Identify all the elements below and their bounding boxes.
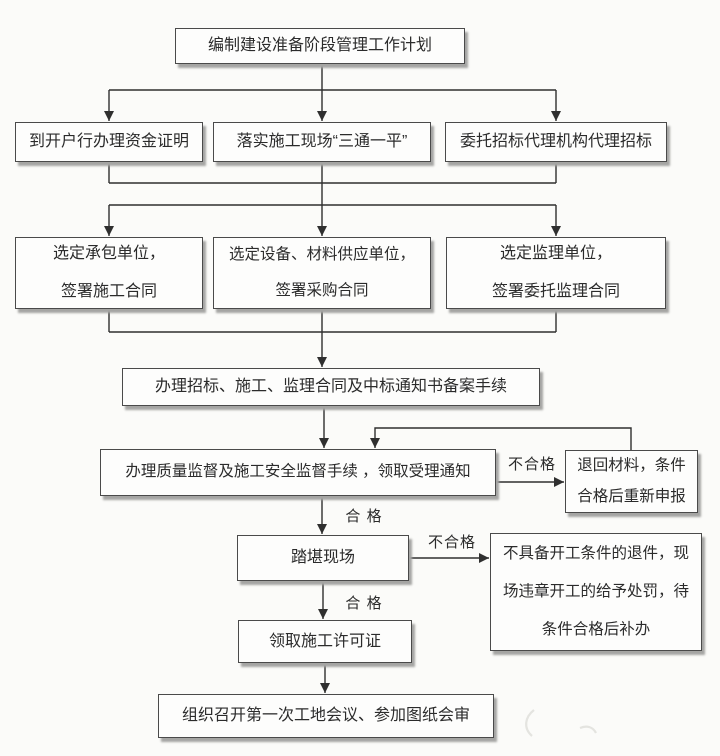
edge-label-unqualified-1: 不合格 [507, 456, 556, 473]
flow-node-first-meeting: 组织召开第一次工地会议、参加图纸会审 [158, 694, 494, 738]
flow-node-fund-certificate: 到开户行办理资金证明 [15, 122, 203, 162]
flow-node-reject-penalty: 不具备开工条件的退件，现 场违章开工的给予处罚，待 条件合格后补办 [490, 533, 702, 651]
watermark [525, 709, 597, 737]
flow-node-filing: 办理招标、施工、监理合同及中标通知书备案手续 [122, 368, 540, 406]
flow-node-site-survey: 踏堪现场 [237, 535, 409, 581]
edge-label-qualified-1: 合 格 [345, 508, 383, 525]
flow-node-supervisor: 选定监理单位， 签署委托监理合同 [446, 237, 666, 309]
edge-label-qualified-2: 合 格 [345, 595, 383, 612]
flow-node-entrust-bidding: 委托招标代理机构代理招标 [445, 122, 667, 162]
flow-node-return-materials: 退回材料，条件 合格后重新申报 [565, 450, 698, 513]
feedback-return-to-quality [370, 427, 632, 450]
flow-node-contractor: 选定承包单位， 签署施工合同 [15, 237, 203, 309]
flow-node-plan: 编制建设准备阶段管理工作计划 [175, 28, 465, 64]
flow-node-supplier: 选定设备、材料供应单位， 签署采购合同 [213, 237, 431, 309]
flow-node-site-three-one: 落实施工现场“三通一平” [213, 122, 431, 162]
flow-node-quality-safety: 办理质量监督及施工安全监督手续 ，领取受理通知 [100, 449, 496, 496]
flow-node-construction-permit: 领取施工许可证 [238, 620, 412, 663]
edge-label-unqualified-2: 不合格 [427, 534, 476, 551]
